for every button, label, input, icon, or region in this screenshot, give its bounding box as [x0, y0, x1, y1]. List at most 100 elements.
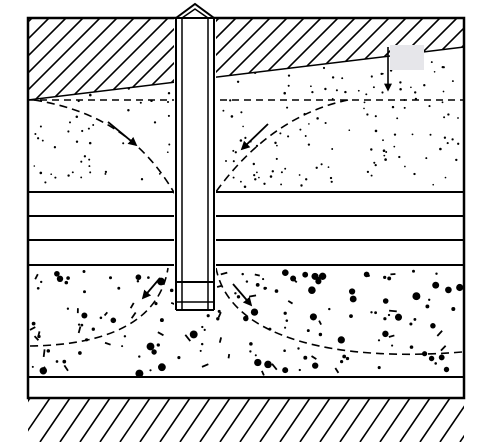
gravel-grain	[274, 289, 279, 293]
sand-grain	[38, 86, 41, 89]
sand-grain	[111, 57, 114, 60]
hatch-line	[467, 18, 480, 110]
gravel-pebble	[348, 288, 356, 295]
flow-curve-right	[215, 267, 463, 356]
gravel-chip	[287, 300, 294, 305]
gravel-pebble	[158, 363, 166, 372]
gravel-chip	[63, 364, 69, 372]
well-casing	[172, 2, 218, 311]
gravel-grain	[156, 343, 160, 347]
gravel-grain	[409, 345, 414, 349]
sand-grain	[140, 178, 144, 181]
gravel-grain	[136, 279, 140, 283]
sand-grain	[280, 183, 283, 186]
gravel-grain	[138, 355, 141, 358]
sand-grain	[158, 172, 161, 175]
sand-grain	[391, 105, 395, 109]
hatch-line	[262, 18, 356, 100]
gravel-pebble	[432, 281, 440, 289]
gravel-grain	[236, 295, 241, 299]
gravel-chip	[254, 273, 260, 277]
hatch-line	[439, 405, 464, 442]
sand-grain	[88, 158, 91, 161]
gravel-grain	[255, 283, 260, 287]
gravel-grain	[159, 318, 164, 323]
gravel-pebble	[110, 317, 117, 324]
clay-bands	[28, 191, 464, 378]
gravel-pebble	[412, 292, 421, 301]
sand-grain	[83, 155, 87, 158]
gravel-pebble	[54, 270, 60, 277]
well-cap	[172, 2, 218, 19]
gravel-chip	[261, 370, 265, 376]
sand-grain	[98, 76, 101, 79]
sand-grain	[335, 89, 338, 92]
sand-grain	[54, 176, 57, 179]
gravel-chip	[291, 276, 298, 284]
sand-grain	[229, 99, 232, 102]
gravel-grain	[83, 290, 86, 294]
sand-grain	[385, 151, 388, 153]
gravel-chip	[34, 273, 39, 280]
sand-grain	[253, 174, 256, 177]
gravel-pebble	[81, 312, 88, 319]
gravel-layer	[29, 269, 464, 377]
sand-grain	[254, 178, 257, 181]
gravel-grain	[147, 276, 150, 279]
gravel-grain	[284, 326, 287, 329]
sand-grain	[104, 172, 107, 175]
sand-grain	[234, 151, 237, 154]
sand-grain	[81, 129, 84, 133]
gravel-pebble	[438, 354, 445, 361]
flow-arrow-lower-left	[141, 277, 161, 300]
sand-grain	[413, 172, 416, 176]
sand-grain	[344, 90, 347, 94]
hatch-line	[239, 398, 271, 442]
gravel-pebble	[428, 355, 435, 362]
sand-grain	[300, 184, 303, 187]
hatch-line	[339, 398, 371, 442]
sand-grain	[72, 67, 75, 69]
gravel-pebble	[151, 349, 157, 355]
gravel-grain	[55, 360, 59, 363]
sand-grain	[370, 75, 373, 78]
gravel-chip	[41, 366, 46, 373]
gravel-grain	[425, 304, 430, 309]
gravel-grain	[216, 317, 220, 321]
gravel-pebble	[308, 286, 316, 295]
sand-grain	[147, 67, 150, 70]
hatch-line	[28, 18, 118, 100]
sand-grain	[153, 121, 157, 124]
gravel-grain	[46, 349, 51, 353]
sand-grain	[142, 61, 145, 64]
gravel-pebble	[281, 269, 289, 277]
sand-grain	[396, 117, 399, 120]
flow-curves-lower	[29, 267, 463, 356]
sand-grain	[370, 148, 373, 151]
gravel-pebble	[146, 342, 155, 351]
gravel-grain	[154, 302, 158, 306]
sand-grain	[239, 139, 243, 142]
gravel-grain	[318, 332, 323, 337]
gravel-pebble	[312, 362, 319, 369]
gravel-grain	[428, 298, 431, 301]
hatch-line	[211, 18, 305, 100]
gravel-chip	[201, 363, 209, 368]
sand-grain	[331, 76, 335, 79]
sand-grain	[457, 142, 460, 145]
gravel-grain	[303, 355, 308, 360]
gravel-grain	[117, 286, 121, 290]
sand-grain	[399, 81, 402, 84]
sand-grain	[447, 113, 450, 116]
sand-grain	[34, 93, 37, 96]
sand-grain	[280, 171, 283, 174]
gravel-grain	[91, 327, 95, 331]
sand-grain	[327, 166, 330, 168]
gravel-pebble	[445, 286, 452, 294]
sand-grain	[230, 115, 234, 118]
gravel-pebble	[302, 271, 309, 278]
sand-grain	[67, 130, 70, 133]
gravel-grain	[435, 272, 438, 275]
gravel-grain	[62, 359, 67, 364]
sand-grain	[305, 178, 308, 181]
